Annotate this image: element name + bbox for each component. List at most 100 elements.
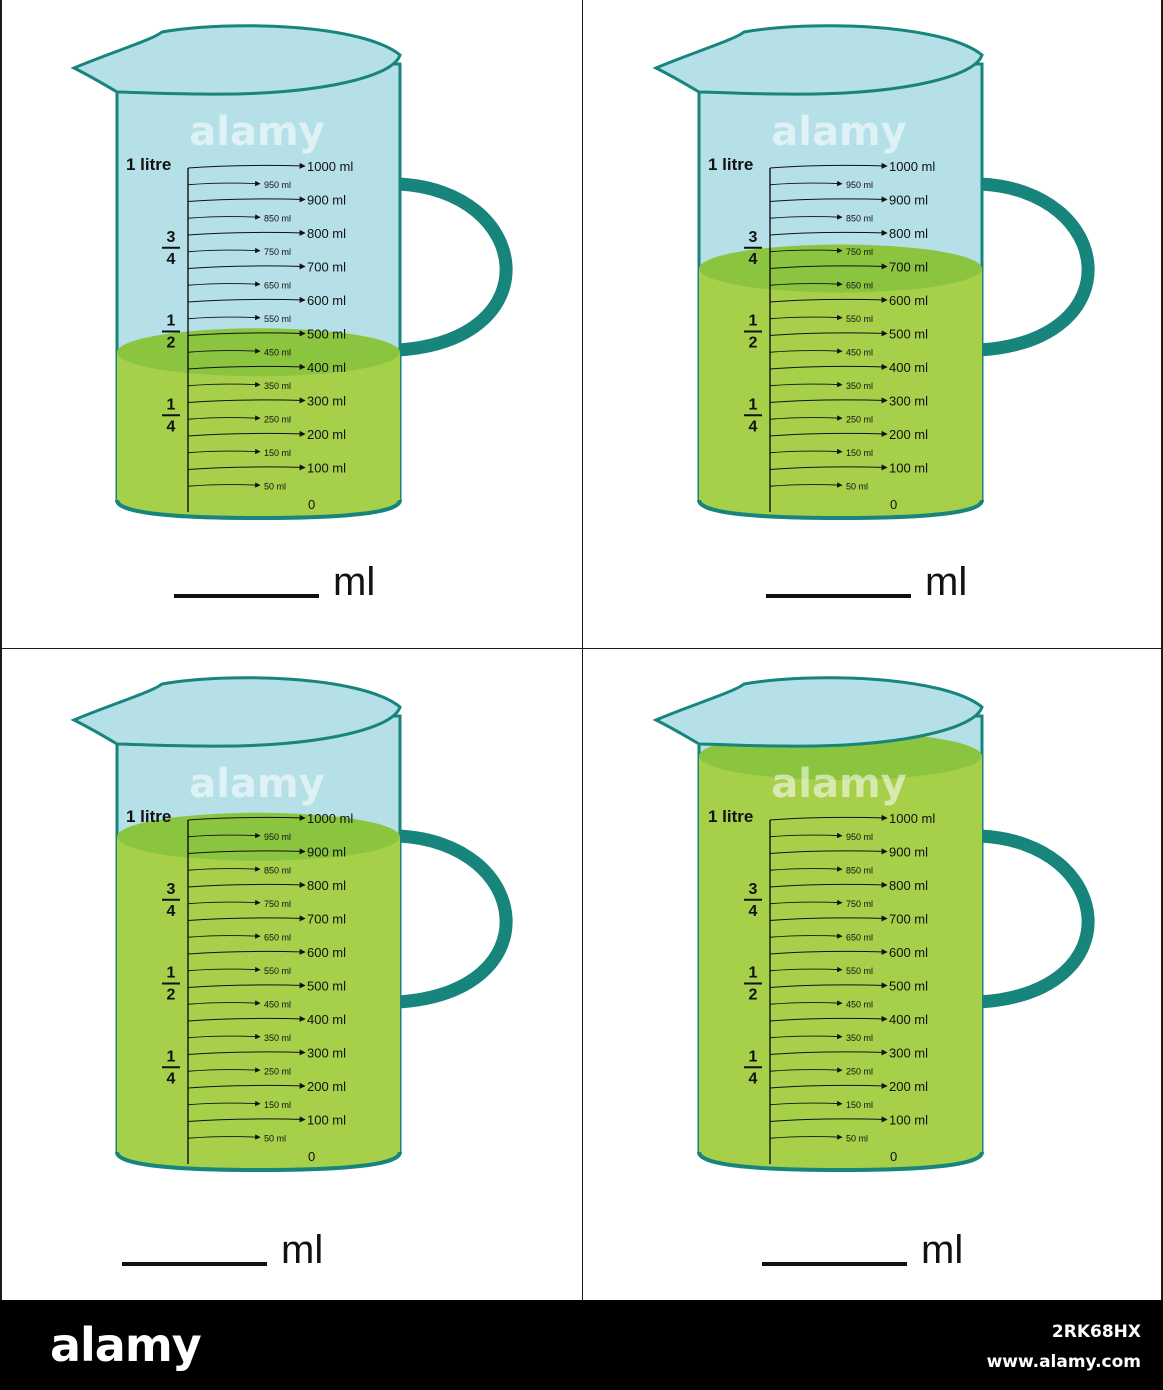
liquid <box>117 836 400 1170</box>
liquid <box>699 268 982 518</box>
minor-tick-arrow <box>769 1100 843 1107</box>
major-tick-arrow <box>769 982 888 989</box>
major-tick-arrow <box>769 848 888 855</box>
litre-label: 1 litre <box>708 807 753 826</box>
minor-tick-arrow <box>187 415 261 421</box>
minor-tick-label: 450 ml <box>846 347 873 357</box>
fraction-numerator: 1 <box>167 965 176 982</box>
major-tick-arrow <box>187 430 306 437</box>
zero-label: 0 <box>890 497 897 512</box>
jug-rim <box>652 24 984 96</box>
minor-tick-label: 550 ml <box>846 314 873 324</box>
fraction-denominator: 4 <box>167 251 176 268</box>
major-tick-arrow <box>769 1049 888 1056</box>
major-tick-arrow <box>769 229 888 236</box>
minor-tick-label: 850 ml <box>846 213 873 223</box>
minor-tick-arrow <box>769 1067 843 1073</box>
minor-tick-label: 950 ml <box>846 180 873 190</box>
minor-tick-label: 750 ml <box>264 247 291 257</box>
major-tick-arrow <box>187 848 306 855</box>
major-tick-arrow <box>187 296 306 303</box>
major-tick-label: 600 ml <box>307 945 346 960</box>
major-tick-label: 600 ml <box>889 945 928 960</box>
major-tick-label: 1000 ml <box>307 811 353 826</box>
major-tick-label: 800 ml <box>889 226 928 241</box>
major-tick-label: 700 ml <box>889 260 928 275</box>
zero-label: 0 <box>308 1149 315 1164</box>
major-tick-label: 300 ml <box>889 394 928 409</box>
minor-tick-label: 850 ml <box>846 865 873 875</box>
major-tick-label: 300 ml <box>889 1046 928 1061</box>
major-tick-arrow <box>769 915 888 922</box>
major-tick-label: 700 ml <box>307 260 346 275</box>
minor-tick-arrow <box>769 866 843 872</box>
major-tick-label: 1000 ml <box>307 159 353 174</box>
major-tick-label: 600 ml <box>307 293 346 308</box>
minor-tick-label: 850 ml <box>264 865 291 875</box>
answer-line[interactable] <box>174 594 319 598</box>
minor-tick-label: 950 ml <box>264 832 291 842</box>
watermark: alamy <box>771 761 906 807</box>
jug-rim <box>70 24 402 96</box>
zero-label: 0 <box>890 1149 897 1164</box>
major-tick-arrow <box>769 948 888 955</box>
answer-line[interactable] <box>762 1262 907 1266</box>
stock-footer: alamy 2RK68HX www.alamy.com <box>0 1300 1163 1390</box>
answer-line[interactable] <box>766 594 911 598</box>
major-tick-arrow <box>187 330 306 337</box>
minor-tick-label: 650 ml <box>264 932 291 942</box>
major-tick-label: 1000 ml <box>889 159 935 174</box>
major-tick-label: 500 ml <box>889 327 928 342</box>
minor-tick-label: 350 ml <box>846 1033 873 1043</box>
major-tick-arrow <box>187 229 306 236</box>
minor-tick-arrow <box>769 482 843 488</box>
minor-tick-label: 450 ml <box>846 999 873 1009</box>
minor-tick-label: 250 ml <box>264 1066 291 1076</box>
fraction-denominator: 4 <box>167 1070 176 1087</box>
major-tick-arrow <box>187 982 306 989</box>
minor-tick-arrow <box>187 1100 261 1107</box>
major-tick-label: 400 ml <box>889 1012 928 1027</box>
major-tick-arrow <box>769 881 888 888</box>
liquid <box>117 352 400 518</box>
minor-tick-arrow <box>769 933 843 939</box>
liquid-surface <box>117 328 400 377</box>
fraction-numerator: 3 <box>749 229 758 246</box>
answer-line[interactable] <box>122 1262 267 1266</box>
jug-rim <box>70 676 402 748</box>
major-tick-arrow <box>187 263 306 270</box>
minor-tick-label: 250 ml <box>846 414 873 424</box>
answer-unit: ml <box>925 560 968 604</box>
watermark: alamy <box>189 109 324 155</box>
minor-tick-arrow <box>187 1033 261 1040</box>
minor-tick-arrow <box>769 899 843 906</box>
minor-tick-arrow <box>769 1033 843 1040</box>
minor-tick-label: 450 ml <box>264 347 291 357</box>
fraction-denominator: 2 <box>167 335 176 352</box>
major-tick-arrow <box>187 1015 306 1022</box>
major-tick-label: 500 ml <box>307 327 346 342</box>
minor-tick-arrow <box>187 247 261 254</box>
major-tick-arrow <box>769 162 888 169</box>
major-tick-arrow <box>187 464 306 471</box>
minor-tick-arrow <box>769 1134 843 1140</box>
minor-tick-label: 750 ml <box>264 899 291 909</box>
major-tick-label: 500 ml <box>307 979 346 994</box>
fraction-denominator: 4 <box>749 903 758 920</box>
litre-label: 1 litre <box>126 807 171 826</box>
major-tick-arrow <box>187 196 306 203</box>
answer-blank-3: ml <box>122 1230 323 1270</box>
major-tick-label: 900 ml <box>307 193 346 208</box>
major-tick-label: 200 ml <box>889 1079 928 1094</box>
major-tick-label: 100 ml <box>307 1113 346 1128</box>
minor-tick-arrow <box>187 866 261 872</box>
major-tick-arrow <box>769 296 888 303</box>
watermark: alamy <box>771 109 906 155</box>
major-tick-label: 900 ml <box>889 845 928 860</box>
major-tick-label: 800 ml <box>307 878 346 893</box>
